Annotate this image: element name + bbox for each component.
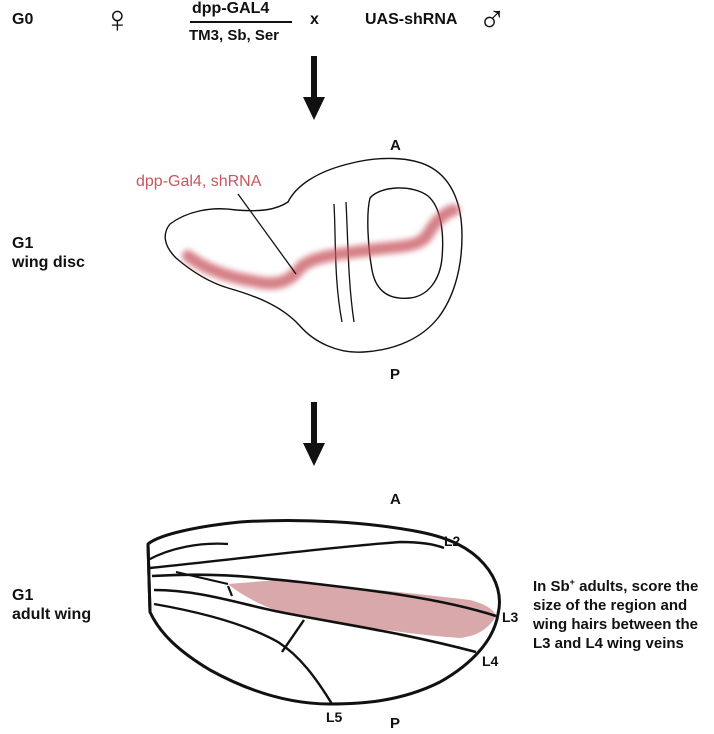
vein-l3-line (151, 573, 497, 618)
wing-disc-drawing (164, 157, 463, 353)
vein-l2-label: L2 (444, 533, 461, 549)
down-arrow-2 (303, 402, 325, 466)
vein-l2-line (149, 540, 445, 570)
anterior-crossvein (226, 585, 234, 597)
wing-anterior-label: A (390, 491, 401, 508)
pouch-outline (367, 187, 444, 299)
adult-wing-generation-label: G1 (12, 587, 34, 604)
wing-outline (146, 518, 501, 706)
wing-disc-stage-label: wing disc (12, 254, 85, 271)
vein-l3-label: L3 (502, 609, 519, 625)
disc-posterior-label: P (390, 366, 401, 383)
male-symbol-icon: ♂ (478, 0, 507, 41)
down-arrow-1 (303, 56, 325, 120)
female-symbol-icon: ♀ (103, 0, 132, 41)
female-genotype-bottom: TM3, Sb, Ser (189, 27, 280, 44)
hinge-edge (146, 543, 152, 613)
note-prefix: In Sb (533, 578, 570, 595)
male-genotype: UAS-shRNA (365, 11, 458, 28)
costal-cell (147, 542, 229, 561)
proximal-vein (175, 571, 229, 585)
scoring-instruction: In Sb+ adults, score the size of the reg… (533, 573, 709, 653)
vein-l5-line (153, 602, 334, 705)
posterior-crossvein (281, 619, 305, 653)
stripe-pointer-line (237, 193, 297, 275)
cross-symbol: x (310, 11, 319, 28)
note-superscript: + (569, 577, 575, 587)
disc-anterior-label: A (390, 137, 401, 154)
wing-posterior-label: P (390, 715, 401, 732)
stripe-label: dpp-Gal4, shRNA (136, 173, 262, 190)
l3-l4-region (228, 580, 496, 638)
vein-l4-line (153, 588, 477, 654)
adult-wing-drawing (146, 518, 501, 706)
dpp-stripe (182, 204, 460, 290)
vein-l5-label: L5 (326, 709, 343, 725)
generation-g0-label: G0 (12, 11, 34, 28)
fold-line-2 (345, 201, 355, 323)
female-genotype-top: dpp-GAL4 (192, 0, 270, 17)
vein-l4-label: L4 (482, 653, 499, 669)
fold-line-1 (333, 203, 343, 323)
adult-wing-stage-label: adult wing (12, 606, 92, 623)
wing-disc-generation-label: G1 (12, 235, 34, 252)
note-rest: adults, score the size of the region and… (533, 578, 699, 652)
